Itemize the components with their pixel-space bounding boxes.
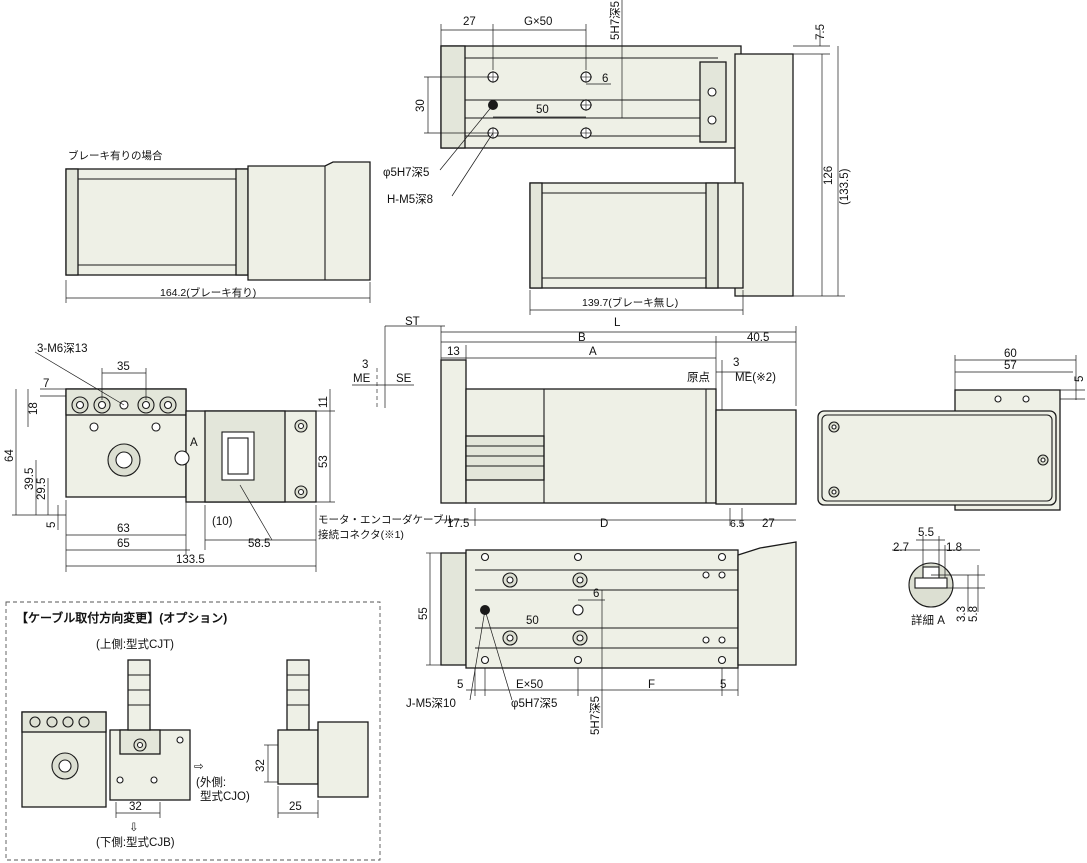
- detail-a: 5.5 2.7 1.8 3.3 5.8 詳細 A: [892, 527, 985, 627]
- opt-dim-32-a: 32: [129, 801, 142, 813]
- arrow-right: ⇨: [194, 761, 204, 773]
- dim-6-5: 6.5: [730, 518, 745, 530]
- bottom-view: 55 6 50 5 E×50 F 5 J-M5深10 φ5H7深5 5H7深5: [406, 541, 797, 735]
- dim-133-5: (133.5): [839, 168, 851, 205]
- dim-164-2: 164.2(ブレーキ有り): [160, 286, 256, 299]
- dim-me: ME: [353, 373, 371, 385]
- dim-5-bottom-right: 5: [720, 679, 726, 691]
- side-view-no-brake: 139.7(ブレーキ無し): [529, 182, 744, 315]
- dim-7-5: 7.5: [815, 24, 827, 40]
- brake-side-view: ブレーキ有りの場合 164.2(ブレーキ有り): [65, 149, 371, 303]
- dim-5-bottom-left: 5: [457, 679, 463, 691]
- option-title: 【ケーブル取付方向変更】(オプション): [16, 610, 227, 625]
- phi-hole-top: φ5H7深5: [383, 165, 429, 179]
- bottom-type-label: (下側:型式CJB): [96, 835, 175, 849]
- dim-139-7: 139.7(ブレーキ無し): [582, 296, 678, 309]
- dim-55: 55: [418, 607, 430, 620]
- dim-30: 30: [415, 99, 427, 112]
- dim-10: (10): [212, 516, 233, 528]
- outer-type-label-2: 型式CJO): [200, 789, 250, 803]
- center-side-view: L B 40.5 13 A 3 原点 ME(※2) 17.5 D 6.5 27: [440, 317, 797, 530]
- dim-13: 13: [447, 346, 460, 358]
- option-box: 【ケーブル取付方向変更】(オプション) (上側:型式CJT) 32 ⇩ (下側:…: [5, 601, 381, 861]
- dim-50-top: 50: [536, 104, 549, 116]
- dim-18: 18: [28, 402, 40, 415]
- dim-58-5: 58.5: [248, 538, 270, 550]
- top-type-label: (上側:型式CJT): [96, 637, 174, 651]
- dim-11: 11: [318, 396, 330, 408]
- dim-60: 60: [1004, 348, 1017, 360]
- dim-7: 7: [43, 378, 49, 390]
- bottom-holes: [480, 552, 727, 665]
- top-plan-view: 27 G×50 5H7深5 7.5 6 30 50 φ5H7深5 H-M5深8 …: [383, 0, 851, 297]
- dim-st: ST: [405, 316, 420, 328]
- dim-D: D: [600, 518, 608, 530]
- dim-F: F: [648, 679, 655, 691]
- dim-63: 63: [117, 523, 130, 535]
- opt-dim-32-b: 32: [255, 759, 267, 772]
- connector-label-2: 接続コネクタ(※1): [318, 528, 404, 541]
- dim-3-3: 3.3: [956, 606, 968, 622]
- front-view: 3-M6深13 35 7 18 64 39.5 29.5 5 63 65 133…: [4, 341, 454, 572]
- opt-dim-25: 25: [289, 801, 302, 813]
- dim-27-bottom: 27: [762, 518, 775, 530]
- phi-hole-bottom: φ5H7深5: [511, 696, 557, 710]
- detail-a-label: 詳細 A: [911, 613, 945, 627]
- dim-35: 35: [117, 361, 130, 373]
- dim-17-5: 17.5: [447, 518, 469, 530]
- dim-se: SE: [396, 373, 412, 385]
- dim-133-5-front: 133.5: [176, 554, 205, 566]
- dim-40-5: 40.5: [747, 332, 769, 344]
- origin-label: 原点: [687, 371, 710, 384]
- dim-5h7-bottom: 5H7深5: [588, 696, 602, 735]
- arrow-down: ⇩: [129, 822, 139, 834]
- dim-65: 65: [117, 538, 130, 550]
- connector-label-1: モータ・エンコーダケーブル: [318, 513, 454, 526]
- outer-type-label-1: (外側:: [196, 776, 226, 789]
- dim-64: 64: [4, 449, 16, 462]
- h-m5-tap: H-M5深8: [387, 192, 433, 206]
- dim-6-top: 6: [602, 73, 608, 85]
- dim-L: L: [614, 317, 621, 329]
- dim-29-5: 29.5: [36, 478, 48, 500]
- m6-tap: 3-M6深13: [37, 341, 88, 355]
- dim-27-top: 27: [463, 16, 476, 28]
- dim-57: 57: [1004, 360, 1017, 372]
- dim-6-bottom: 6: [593, 588, 599, 600]
- right-end-view: 60 57 5: [817, 348, 1086, 511]
- dim-B: B: [578, 332, 586, 344]
- brake-case-label: ブレーキ有りの場合: [68, 149, 163, 162]
- dim-5-5: 5.5: [918, 527, 934, 539]
- dim-g50: G×50: [524, 16, 552, 28]
- dim-5-right: 5: [1074, 376, 1086, 382]
- dim-126: 126: [823, 166, 835, 185]
- dim-A: A: [589, 346, 597, 358]
- dim-53: 53: [318, 455, 330, 468]
- stroke-legend: ST 3 ME SE: [352, 316, 445, 410]
- dim-5-8: 5.8: [968, 606, 980, 622]
- dim-39-5: 39.5: [24, 468, 36, 490]
- j-m5-tap: J-M5深10: [406, 696, 456, 710]
- dim-5h7-top: 5H7深5: [608, 1, 622, 40]
- dim-1-8: 1.8: [946, 542, 962, 554]
- dim-50-bottom: 50: [526, 615, 539, 627]
- dim-me-3: 3: [362, 359, 368, 371]
- dim-2-7: 2.7: [893, 542, 909, 554]
- dim-e50: E×50: [516, 679, 543, 691]
- me-note: ME(※2): [735, 372, 776, 384]
- mark-a: A: [190, 437, 198, 449]
- dim-3: 3: [733, 357, 739, 369]
- dim-5-left: 5: [46, 522, 58, 528]
